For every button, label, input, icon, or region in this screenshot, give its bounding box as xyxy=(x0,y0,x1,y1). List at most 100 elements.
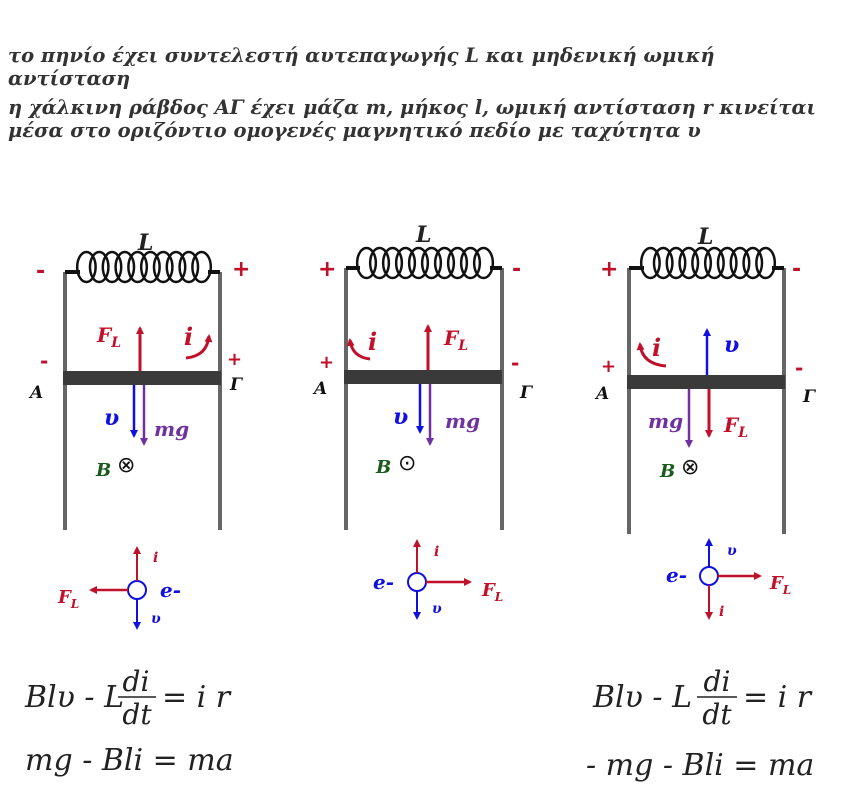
coil-label: L xyxy=(137,230,153,256)
electron-icon xyxy=(127,580,147,600)
coil-loop xyxy=(139,250,161,284)
coil-loop xyxy=(127,250,149,284)
equation-kirchhoff-rhs: = i r xyxy=(743,680,813,715)
coil-loop xyxy=(665,246,687,280)
panel-3: L + - + - A Γ υ i mg FL B ⊗ υ i e- FL xyxy=(594,224,817,620)
force-FL-label: FL xyxy=(481,580,503,604)
coil-loop xyxy=(729,246,751,280)
minus-sign: - xyxy=(511,351,519,375)
fraction-denominator: dt xyxy=(122,698,152,731)
current-i-arrow xyxy=(185,334,213,360)
force-FL-label: FL xyxy=(57,587,79,611)
velocity-v-label: υ xyxy=(393,404,408,430)
force-FL-label: FL xyxy=(443,326,468,354)
field-into-page-icon: ⊗ xyxy=(681,455,699,480)
panel-1: L - + - + A Γ FL i υ mg B ⊗ i υ e- FL xyxy=(28,230,250,630)
current-i-arrow xyxy=(636,342,667,368)
coil-loop xyxy=(433,246,456,280)
equation-newton: mg - Bli = ma xyxy=(25,743,234,778)
coil-loop xyxy=(394,246,417,280)
equation-kirchhoff: Blυ - L xyxy=(592,680,692,715)
coil-loop xyxy=(165,250,187,284)
coil-label: L xyxy=(415,222,431,248)
field-B-label: B xyxy=(375,457,391,478)
electron-vector-diagram: i υ e- FL xyxy=(373,539,503,620)
force-FL-label: FL xyxy=(769,573,791,597)
plus-sign: + xyxy=(601,356,616,377)
current-i-label: i xyxy=(652,333,661,362)
electron-label: e- xyxy=(373,570,394,594)
plus-sign: + xyxy=(227,349,242,370)
coil-loop xyxy=(355,246,378,280)
coil-loop xyxy=(178,250,200,284)
coil-loop xyxy=(472,246,495,280)
point-G-label: Γ xyxy=(519,383,534,403)
electron-vector-diagram: υ i e- FL xyxy=(666,538,791,620)
force-FL-label: FL xyxy=(96,323,121,351)
coil-loop xyxy=(101,250,123,284)
plus-sign: + xyxy=(319,352,334,373)
coil-loop xyxy=(75,250,97,284)
coil-loop xyxy=(742,246,764,280)
plus-sign: + xyxy=(318,257,336,282)
current-i-label: i xyxy=(153,550,158,566)
field-B-label: B xyxy=(659,461,675,482)
coil-loop xyxy=(381,246,404,280)
minus-sign: - xyxy=(512,257,521,282)
current-i-label: i xyxy=(434,544,439,560)
coil-loop xyxy=(652,246,674,280)
coil-loop xyxy=(755,246,777,280)
electron-label: e- xyxy=(666,563,687,587)
velocity-v-label: υ xyxy=(727,543,737,559)
minus-sign: - xyxy=(795,356,803,380)
field-into-page-icon: ⊗ xyxy=(117,453,135,478)
minus-sign: - xyxy=(792,257,801,282)
panel-2: L + - + - A Γ FL i υ mg B ⊙ i υ e- FL xyxy=(312,222,534,620)
fraction-numerator: di xyxy=(704,665,731,698)
coil-loop xyxy=(459,246,482,280)
weight-mg-label: mg xyxy=(648,409,683,433)
copper-rod xyxy=(344,370,502,384)
plus-sign: + xyxy=(600,257,618,282)
coil-loop xyxy=(678,246,700,280)
equations-left: Blυ - L di dt = i r mg - Bli = ma xyxy=(24,665,234,778)
point-G-label: Γ xyxy=(802,387,817,407)
coil xyxy=(639,246,777,280)
electron-icon xyxy=(407,572,427,592)
coil-loop xyxy=(114,250,136,284)
minus-sign: - xyxy=(36,259,45,284)
fraction-denominator: dt xyxy=(702,698,732,731)
weight-mg-label: mg xyxy=(445,409,480,433)
coil xyxy=(75,250,213,284)
current-i-label: i xyxy=(719,604,724,620)
copper-rod xyxy=(627,375,785,389)
coil-label: L xyxy=(697,224,713,250)
coil-loop xyxy=(88,250,110,284)
intro-line-coil: το πηνίο έχει συντελεστή αυτεπαγωγής L κ… xyxy=(8,44,715,90)
coil-loop xyxy=(639,246,661,280)
coil-loop xyxy=(368,246,391,280)
coil-loop xyxy=(152,250,174,284)
field-B-label: B xyxy=(95,460,111,481)
point-A-label: A xyxy=(312,379,327,399)
intro-text: το πηνίο έχει συντελεστή αυτεπαγωγής L κ… xyxy=(8,44,838,148)
velocity-v-label: υ xyxy=(151,611,161,627)
velocity-v-label: υ xyxy=(724,332,739,358)
velocity-v-label: υ xyxy=(104,405,119,431)
coil-loop xyxy=(716,246,738,280)
electron-label: e- xyxy=(160,578,181,602)
weight-mg-label: mg xyxy=(154,417,189,441)
coil xyxy=(355,246,495,280)
current-i-label: i xyxy=(368,327,377,356)
current-i-label: i xyxy=(184,322,193,351)
field-out-of-page-icon: ⊙ xyxy=(398,451,416,476)
electron-vector-diagram: i υ e- FL xyxy=(57,546,181,630)
coil-loop xyxy=(446,246,469,280)
equation-kirchhoff-rhs: = i r xyxy=(162,680,232,715)
equations-right: Blυ - L di dt = i r - mg - Bli = ma xyxy=(586,665,814,783)
intro-line-rod: η χάλκινη ράβδος ΑΓ έχει μάζα m, μήκος l… xyxy=(8,96,816,142)
fraction-numerator: di xyxy=(123,665,150,698)
point-G-label: Γ xyxy=(229,375,244,395)
copper-rod xyxy=(63,371,221,385)
